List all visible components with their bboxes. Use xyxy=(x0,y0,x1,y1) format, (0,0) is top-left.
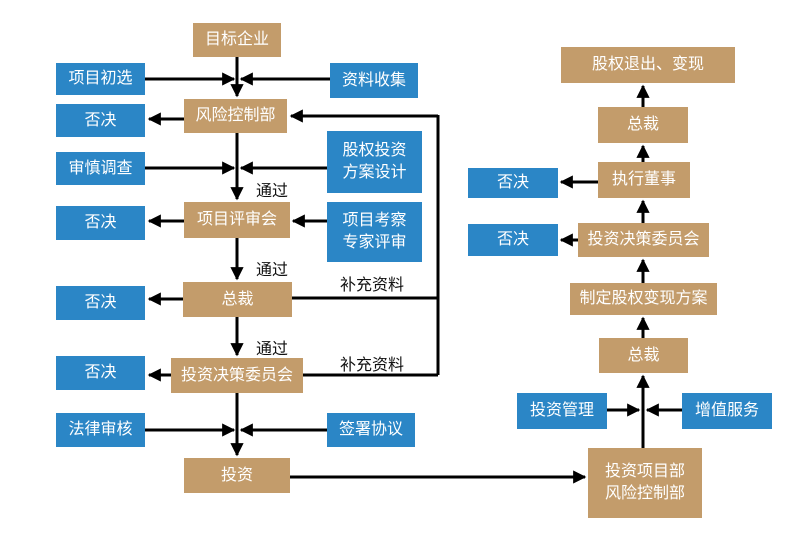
node-reject-2: 否决 xyxy=(56,206,145,240)
node-president-2: 总裁 xyxy=(598,107,688,143)
node-sign-agreement: 签署协议 xyxy=(327,413,415,447)
node-investment-decision-committee-2: 投资决策委员会 xyxy=(578,223,709,257)
edge-label-supplement-1: 补充资料 xyxy=(340,277,405,294)
node-equity-exit: 股权退出、变现 xyxy=(561,47,735,83)
node-reject-6: 否决 xyxy=(468,224,558,256)
node-data-collection: 资料收集 xyxy=(330,63,418,98)
node-equity-investment-plan-design: 股权投资 方案设计 xyxy=(327,131,422,193)
node-investment-management: 投资管理 xyxy=(517,393,607,429)
node-president: 总裁 xyxy=(183,282,292,317)
node-reject-5: 否决 xyxy=(468,168,558,198)
node-investment-project-dept: 投资项目部 风险控制部 xyxy=(588,448,702,518)
node-project-review-meeting: 项目评审会 xyxy=(184,202,290,238)
node-risk-control-dept: 风险控制部 xyxy=(184,99,287,133)
node-reject-1: 否决 xyxy=(56,104,145,137)
node-investment-decision-committee: 投资决策委员会 xyxy=(171,358,303,393)
edge-label-pass-1: 通过 xyxy=(256,183,289,200)
node-formulate-equity-liquidation-plan: 制定股权变现方案 xyxy=(570,283,717,315)
edge-label-supplement-2: 补充资料 xyxy=(340,357,405,374)
node-project-preselection: 项目初选 xyxy=(56,63,145,95)
node-reject-4: 否决 xyxy=(56,356,145,390)
node-investment: 投资 xyxy=(184,458,290,493)
node-reject-3: 否决 xyxy=(56,286,145,320)
node-value-added-services: 增值服务 xyxy=(682,393,772,429)
node-legal-review: 法律审核 xyxy=(56,413,145,447)
node-project-inspection-expert-review: 项目考察 专家评审 xyxy=(327,202,422,262)
edge-label-pass-3: 通过 xyxy=(256,341,289,358)
node-due-diligence: 审慎调查 xyxy=(56,152,145,185)
node-president-3: 总裁 xyxy=(599,338,688,373)
edge-label-pass-2: 通过 xyxy=(256,262,289,279)
node-target-company: 目标企业 xyxy=(193,23,281,57)
node-executive-director: 执行董事 xyxy=(598,162,690,198)
